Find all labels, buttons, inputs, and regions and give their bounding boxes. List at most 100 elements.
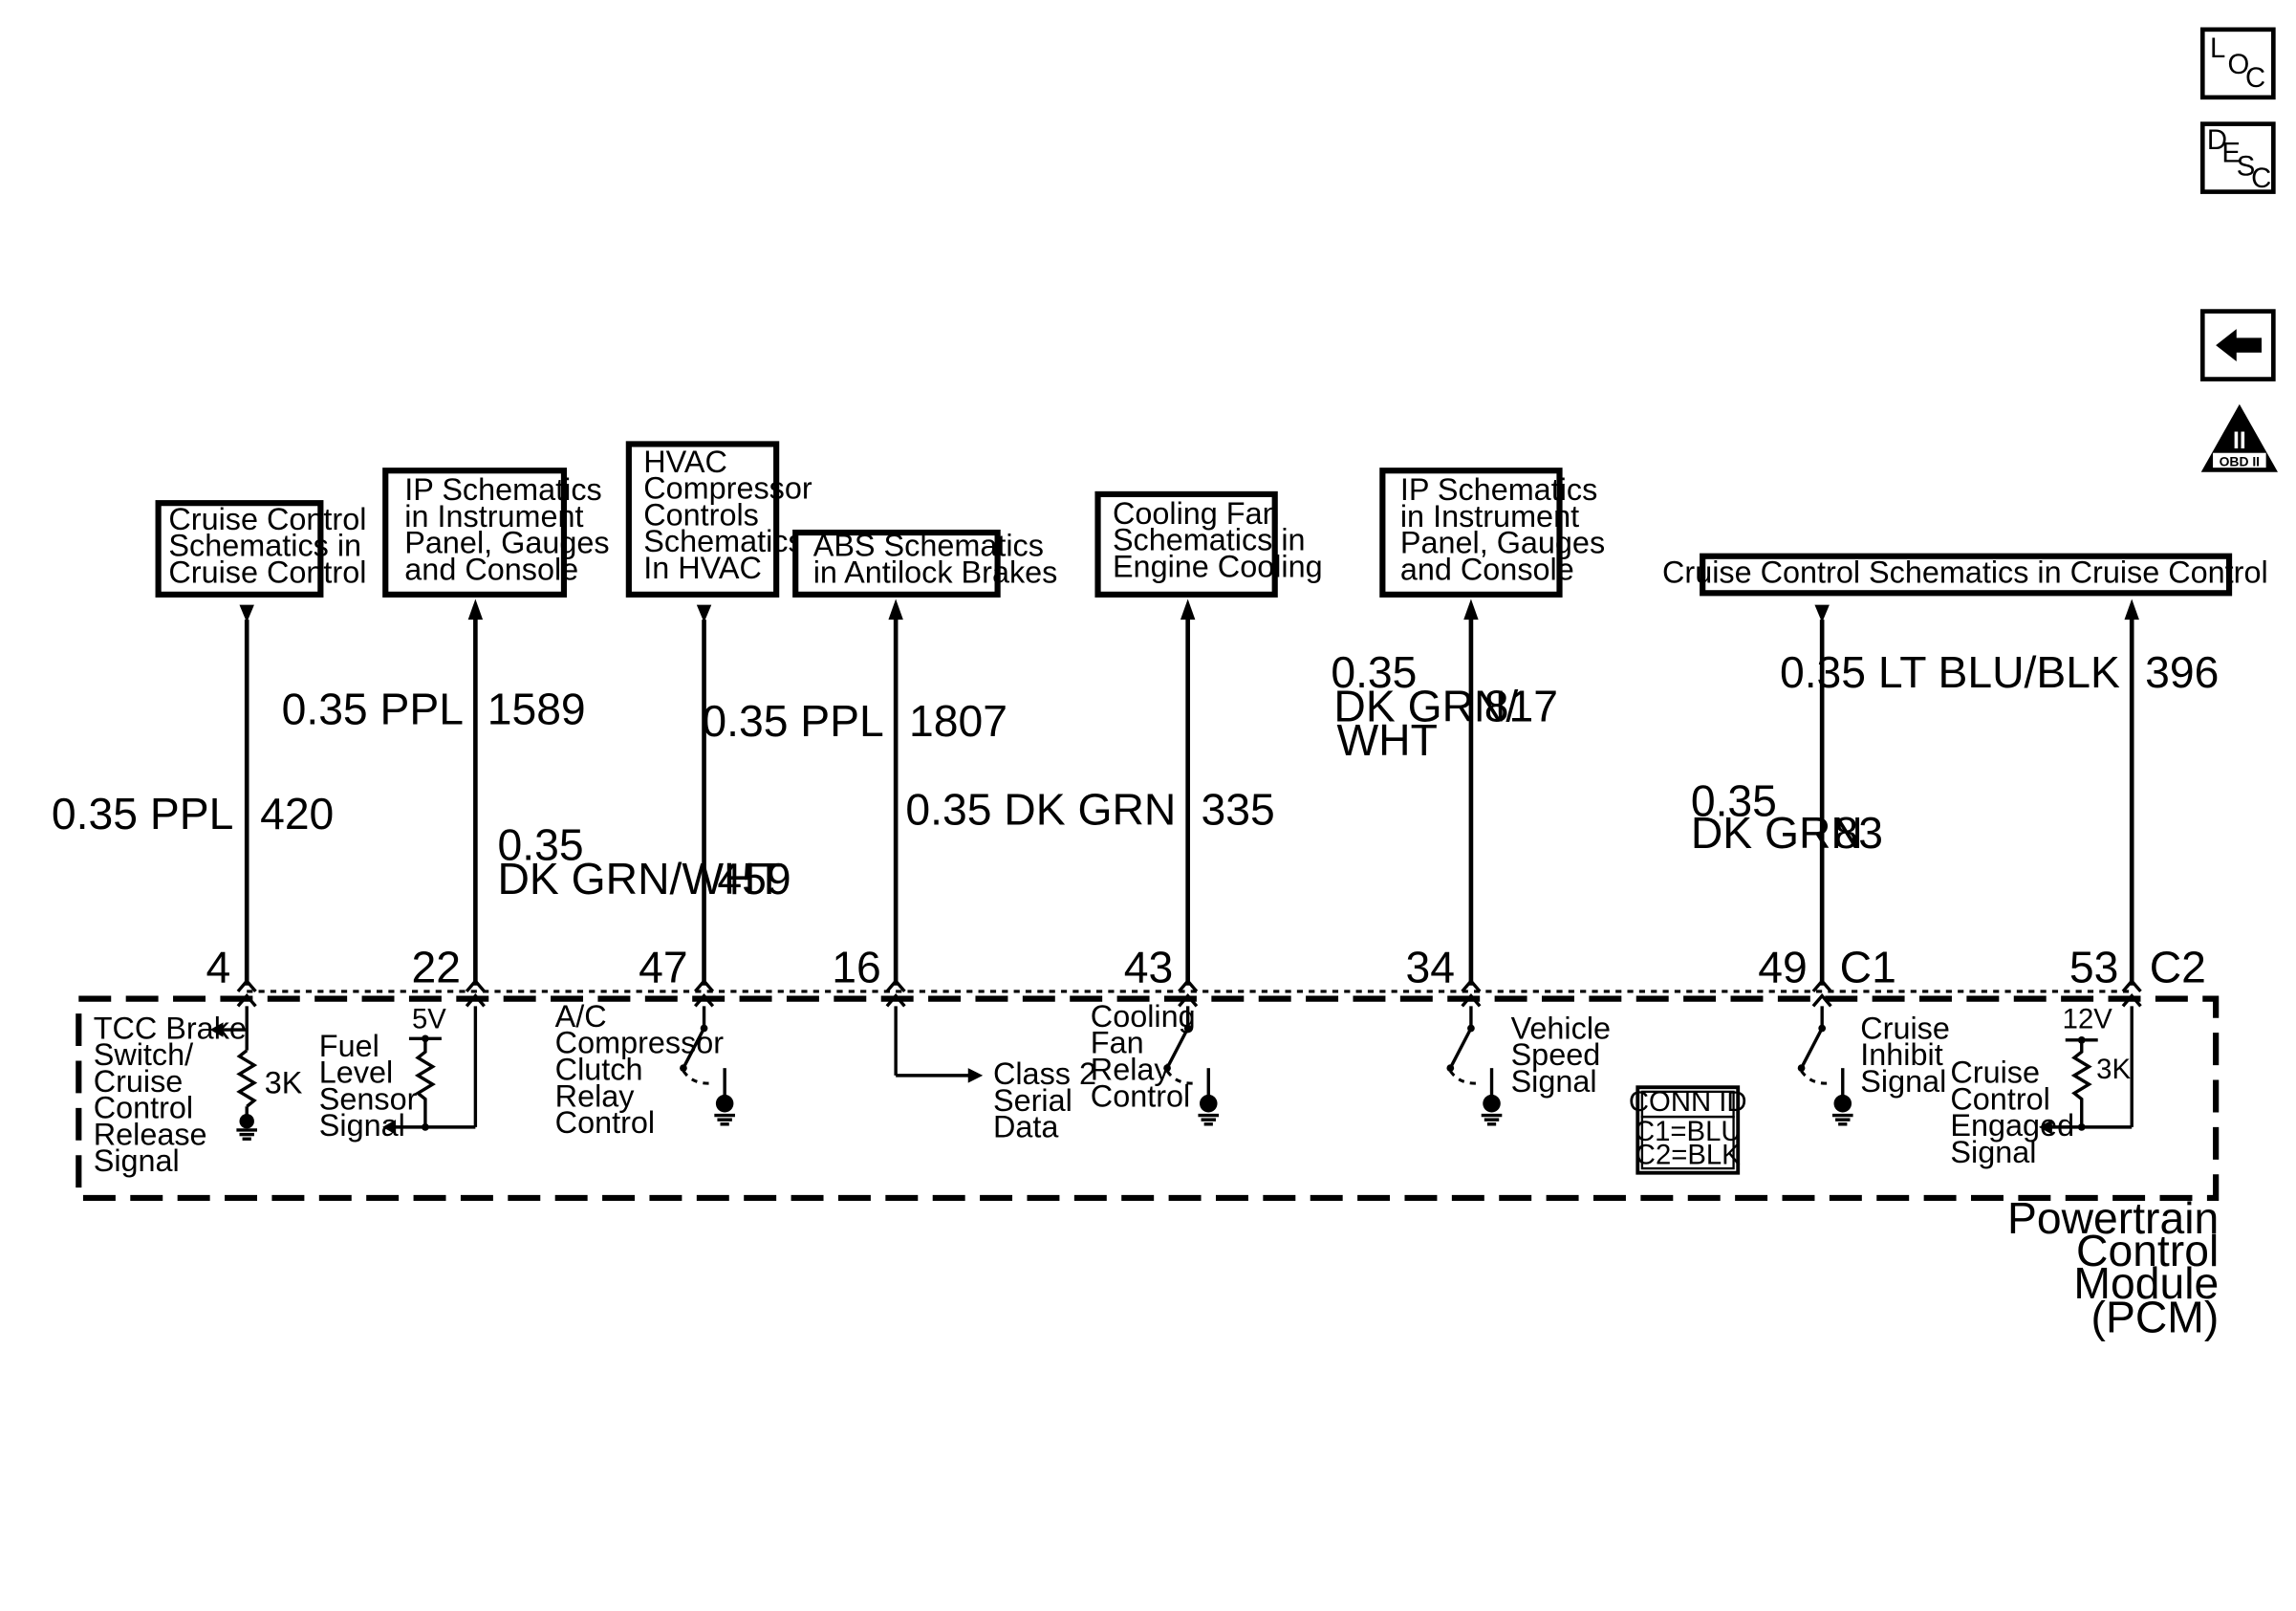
pin-16: 16 <box>832 943 880 992</box>
svg-text:Switch/: Switch/ <box>94 1037 193 1072</box>
svg-text:DK GRN/WHT: DK GRN/WHT <box>498 854 783 903</box>
connector-c1: C1 <box>1840 943 1896 992</box>
svg-text:Signal: Signal <box>1950 1135 2036 1169</box>
svg-text:ABS Schematics: ABS Schematics <box>813 529 1044 563</box>
wire-396 <box>2124 599 2139 986</box>
svg-text:0.35 DK GRN: 0.35 DK GRN <box>905 785 1176 835</box>
svg-text:Fan: Fan <box>1091 1026 1144 1060</box>
tcc-label: TCC Brake Switch/ Cruise Control Release… <box>94 1011 247 1178</box>
svg-text:(PCM): (PCM) <box>2091 1292 2220 1341</box>
svg-text:D: D <box>2207 124 2227 156</box>
pin-53: 53 <box>2069 943 2118 992</box>
svg-text:Cooling: Cooling <box>1091 999 1196 1034</box>
svg-text:Speed: Speed <box>1511 1037 1601 1072</box>
svg-text:12V: 12V <box>2063 1003 2113 1034</box>
wire-label-83: 0.35 DK GRN 83 <box>1691 775 1883 858</box>
svg-text:Compressor: Compressor <box>643 471 812 506</box>
svg-text:HVAC: HVAC <box>643 445 727 479</box>
wire-label-459: 0.35 DK GRN/WHT 459 <box>498 820 791 903</box>
ground-icon <box>236 1128 258 1141</box>
box-cooling-fan-335[interactable]: Cooling Fan Schematics in Engine Cooling <box>1094 490 1323 598</box>
svg-text:IP Schematics: IP Schematics <box>404 472 601 507</box>
svg-text:CONN ID: CONN ID <box>1629 1086 1747 1118</box>
svg-text:DK GRN/: DK GRN/ <box>1333 682 1518 731</box>
loc-button[interactable]: L O C <box>2199 27 2276 100</box>
resistor-3k-icon <box>236 1049 258 1108</box>
cruise-engaged-circuit: 12V 3K <box>2038 1003 2134 1135</box>
obd-ii-button[interactable]: II OBD II <box>2200 403 2278 472</box>
pcm-label: Powertrain Control Module (PCM) <box>2007 1193 2219 1341</box>
conn-id-table: CONN ID C1=BLU C2=BLK <box>1629 1085 1747 1175</box>
svg-text:C2=BLK: C2=BLK <box>1635 1139 1741 1170</box>
pin-49: 49 <box>1758 943 1807 992</box>
pin-34: 34 <box>1405 943 1454 992</box>
svg-text:Cruise: Cruise <box>94 1064 184 1099</box>
svg-text:C: C <box>2245 62 2265 94</box>
cruise-inhibit-switch <box>1797 1006 1853 1126</box>
svg-text:0.35 PPL: 0.35 PPL <box>702 696 883 746</box>
svg-text:Powertrain: Powertrain <box>2007 1193 2219 1243</box>
svg-text:396: 396 <box>2145 647 2219 697</box>
svg-text:Control: Control <box>2076 1226 2219 1275</box>
svg-text:Data: Data <box>993 1110 1059 1144</box>
wire-459 <box>696 604 712 986</box>
svg-text:Signal: Signal <box>94 1143 180 1178</box>
box-ip-schematics-817[interactable]: IP Schematics in Instrument Panel, Gauge… <box>1379 468 1605 598</box>
svg-text:Cruise: Cruise <box>1950 1056 2040 1090</box>
svg-text:Compressor: Compressor <box>555 1026 725 1060</box>
svg-text:5V: 5V <box>412 1003 446 1034</box>
svg-text:WHT: WHT <box>1337 715 1438 765</box>
svg-text:0.35 PPL: 0.35 PPL <box>52 789 233 838</box>
wire-1807 <box>888 599 903 986</box>
svg-text:Signal: Signal <box>1511 1064 1597 1099</box>
svg-text:Signal: Signal <box>1860 1064 1946 1099</box>
box-cruise-control-420[interactable]: Cruise Control Schematics in Cruise Cont… <box>155 500 367 598</box>
wire-label-396: 0.35 LT BLU/BLK 396 <box>1780 647 2219 697</box>
arrow-left-icon <box>2216 329 2262 362</box>
svg-text:Cruise: Cruise <box>1860 1011 1950 1045</box>
svg-text:0.35: 0.35 <box>1331 647 1417 697</box>
svg-text:Schematics: Schematics <box>643 524 803 558</box>
svg-text:Release: Release <box>94 1117 207 1151</box>
wire-label-1807: 0.35 PPL 1807 <box>702 696 1007 746</box>
svg-text:Signal: Signal <box>319 1108 405 1143</box>
svg-text:in Instrument: in Instrument <box>1400 499 1579 533</box>
wire-label-420: 0.35 PPL 420 <box>52 789 334 838</box>
svg-text:Serial: Serial <box>993 1083 1072 1118</box>
wire-83 <box>1814 604 1830 986</box>
svg-text:and Console: and Console <box>1400 552 1574 586</box>
pin-22: 22 <box>411 943 460 992</box>
svg-text:Vehicle: Vehicle <box>1511 1011 1611 1045</box>
svg-text:Sensor: Sensor <box>319 1081 418 1116</box>
svg-text:Engaged: Engaged <box>1950 1108 2074 1143</box>
svg-text:420: 420 <box>260 789 334 838</box>
ac-label: A/C Compressor Clutch Relay Control <box>555 999 725 1140</box>
svg-text:0.35 PPL: 0.35 PPL <box>282 685 464 734</box>
svg-text:1807: 1807 <box>909 696 1007 746</box>
svg-text:TCC Brake: TCC Brake <box>94 1011 247 1045</box>
svg-text:Clutch: Clutch <box>555 1053 643 1087</box>
fuel-label: Fuel Level Sensor Signal <box>319 1029 418 1143</box>
engaged-label: Cruise Control Engaged Signal <box>1950 1056 2074 1169</box>
svg-text:Control: Control <box>1950 1081 2049 1116</box>
box-hvac-459[interactable]: HVAC Compressor Controls Schematics In H… <box>625 441 812 598</box>
wire-335 <box>1180 599 1196 986</box>
pin-4: 4 <box>206 943 230 992</box>
wire-1589 <box>467 599 484 986</box>
svg-text:Control: Control <box>94 1091 193 1125</box>
desc-button[interactable]: D E S C <box>2199 121 2276 194</box>
svg-text:Engine Cooling: Engine Cooling <box>1113 549 1323 583</box>
svg-text:Inhibit: Inhibit <box>1860 1037 1942 1072</box>
resistor-3k-icon <box>2070 1039 2092 1127</box>
vss-label: Vehicle Speed Signal <box>1511 1011 1611 1099</box>
box-ip-schematics-1589[interactable]: IP Schematics in Instrument Panel, Gauge… <box>382 468 610 598</box>
back-button[interactable] <box>2199 309 2276 381</box>
svg-text:II: II <box>2233 428 2246 454</box>
resistor-icon <box>414 1038 436 1127</box>
box-cruise-control-right[interactable]: Cruise Control Schematics in Cruise Cont… <box>1662 553 2268 597</box>
box-abs-1807[interactable]: ABS Schematics in Antilock Brakes <box>792 529 1057 598</box>
wire-label-817: 0.35 DK GRN/ WHT 817 <box>1331 647 1558 765</box>
svg-text:in Instrument: in Instrument <box>404 499 583 533</box>
svg-text:In HVAC: In HVAC <box>643 551 762 585</box>
svg-text:Class 2: Class 2 <box>993 1056 1096 1091</box>
